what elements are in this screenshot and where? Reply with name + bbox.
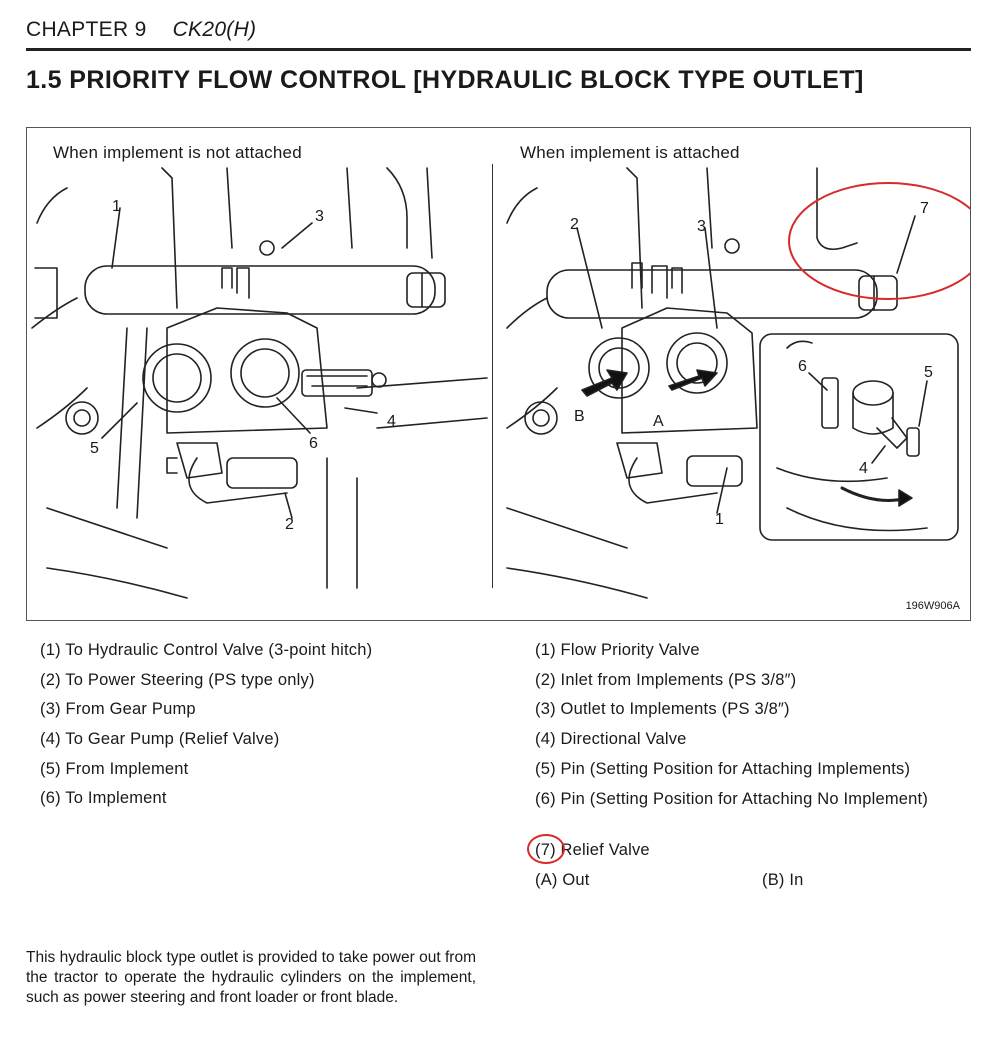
- right-callout-4: 4: [859, 460, 868, 477]
- header-rule: [26, 48, 971, 51]
- model-label: CK20(H): [172, 18, 257, 41]
- legend-right-6: (6) Pin (Setting Position for Attaching …: [535, 790, 929, 808]
- left-callout-1: 1: [112, 198, 121, 215]
- right-callout-7: 7: [920, 200, 929, 217]
- left-callout-2: 2: [285, 516, 294, 533]
- figure-code: 196W906A: [905, 600, 960, 612]
- legend-right-1: (1) Flow Priority Valve: [535, 641, 700, 659]
- right-label-b: B: [574, 408, 585, 425]
- section-title: 1.5 PRIORITY FLOW CONTROL [HYDRAULIC BLO…: [26, 66, 864, 94]
- right-callout-3: 3: [697, 218, 706, 235]
- right-callout-1: 1: [715, 511, 724, 528]
- right-callout-6: 6: [798, 358, 807, 375]
- right-panel-caption: When implement is attached: [520, 143, 740, 162]
- right-label-a: A: [653, 413, 664, 430]
- chapter-label: CHAPTER 9: [26, 18, 147, 41]
- panel-divider: [492, 164, 493, 588]
- legend-left-1: (1) To Hydraulic Control Valve (3-point …: [40, 641, 373, 659]
- figure-illustration: [31, 167, 970, 599]
- relief-valve-callout-circle: [527, 834, 565, 864]
- legend-left-5: (5) From Implement: [40, 760, 189, 778]
- left-callout-5: 5: [90, 440, 99, 457]
- hydraulic-figure: When implement is not attached When impl…: [26, 127, 971, 621]
- legend-right-b: (B) In: [762, 871, 804, 889]
- relief-valve-highlight: [788, 182, 970, 300]
- legend-right-4: (4) Directional Valve: [535, 730, 687, 748]
- left-callout-4: 4: [387, 413, 396, 430]
- right-callout-5: 5: [924, 364, 933, 381]
- legend-left-2: (2) To Power Steering (PS type only): [40, 671, 315, 689]
- legend-right-5: (5) Pin (Setting Position for Attaching …: [535, 760, 911, 778]
- body-paragraph: This hydraulic block type outlet is prov…: [26, 949, 476, 1006]
- legend-left-4: (4) To Gear Pump (Relief Valve): [40, 730, 280, 748]
- legend-right-2: (2) Inlet from Implements (PS 3/8″): [535, 671, 797, 689]
- chapter-header: CHAPTER 9 CK20(H): [26, 18, 256, 42]
- legend-left-3: (3) From Gear Pump: [40, 700, 196, 718]
- legend-left-6: (6) To Implement: [40, 789, 167, 807]
- right-callout-2: 2: [570, 216, 579, 233]
- left-callout-3: 3: [315, 208, 324, 225]
- legend-right-3: (3) Outlet to Implements (PS 3/8″): [535, 700, 790, 718]
- legend-right-a: (A) Out: [535, 871, 590, 889]
- left-callout-6: 6: [309, 435, 318, 452]
- left-panel-caption: When implement is not attached: [53, 143, 302, 162]
